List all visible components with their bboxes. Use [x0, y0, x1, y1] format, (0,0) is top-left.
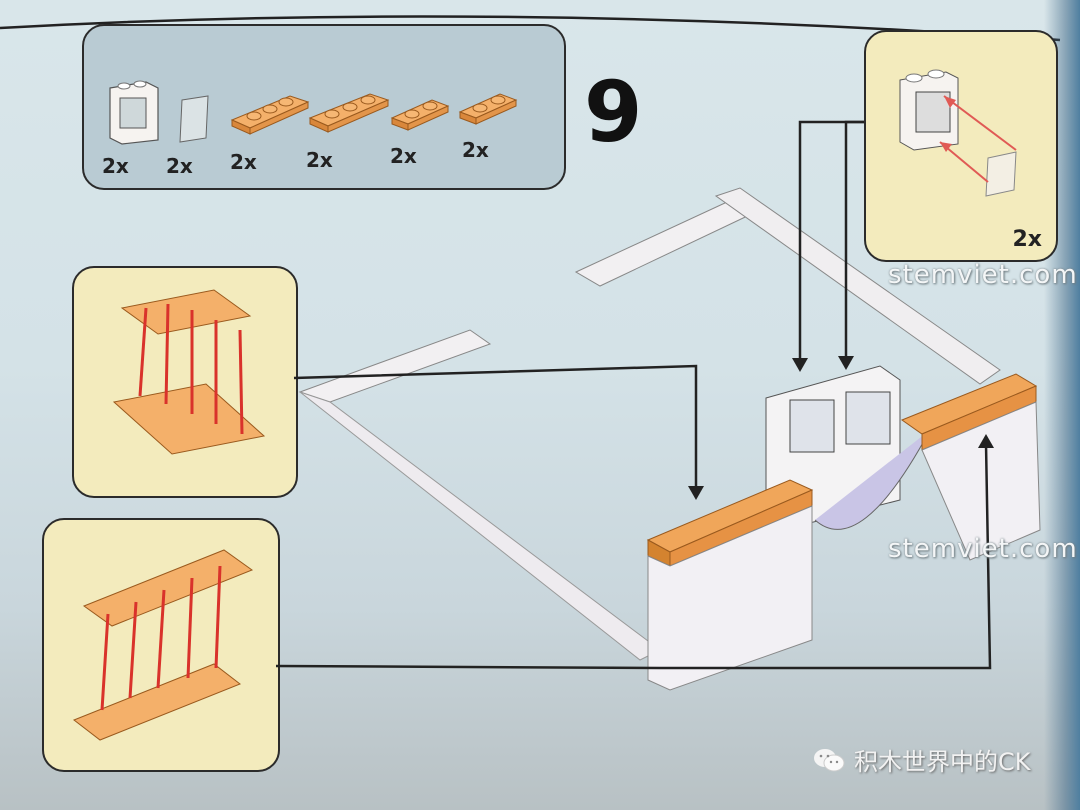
orange-plate-1x3-icon: [308, 93, 390, 133]
part-qty: 2x: [166, 154, 193, 178]
window-pane-icon: [179, 95, 209, 143]
watermark-stemviet-middle: stemviet.com: [888, 534, 1078, 564]
parts-list-panel: 2x 2x 2x 2x 2x 2x: [82, 24, 566, 190]
part-qty: 2x: [462, 138, 489, 162]
part-qty: 2x: [306, 148, 333, 172]
window-frame-icon: [109, 80, 159, 145]
page-top-line: [0, 15, 1061, 42]
part-qty: 2x: [390, 144, 417, 168]
step-number: 9: [584, 63, 643, 161]
plate-stack-illustration: [72, 549, 254, 741]
callout-qty: 2x: [1012, 227, 1043, 252]
wechat-watermark: 积木世界中的CK: [812, 742, 1031, 777]
wechat-account-name: 积木世界中的CK: [854, 748, 1031, 776]
part-qty: 2x: [102, 154, 129, 178]
wechat-icon: [814, 748, 845, 771]
watermark-stemviet-top: stemviet.com: [888, 260, 1078, 290]
window-assembly-illustration: [899, 69, 1017, 197]
plate-row-callout-upper: [72, 266, 298, 498]
window-subassembly-callout: 2x: [864, 30, 1058, 262]
part-qty: 2x: [230, 150, 257, 174]
plate-row-callout-lower: [42, 518, 280, 772]
orange-plate-1x2-icon: [458, 93, 518, 125]
orange-plate-1x3-icon: [230, 95, 310, 135]
orange-plate-1x2-icon: [390, 99, 450, 131]
plate-stack-illustration: [112, 289, 266, 455]
